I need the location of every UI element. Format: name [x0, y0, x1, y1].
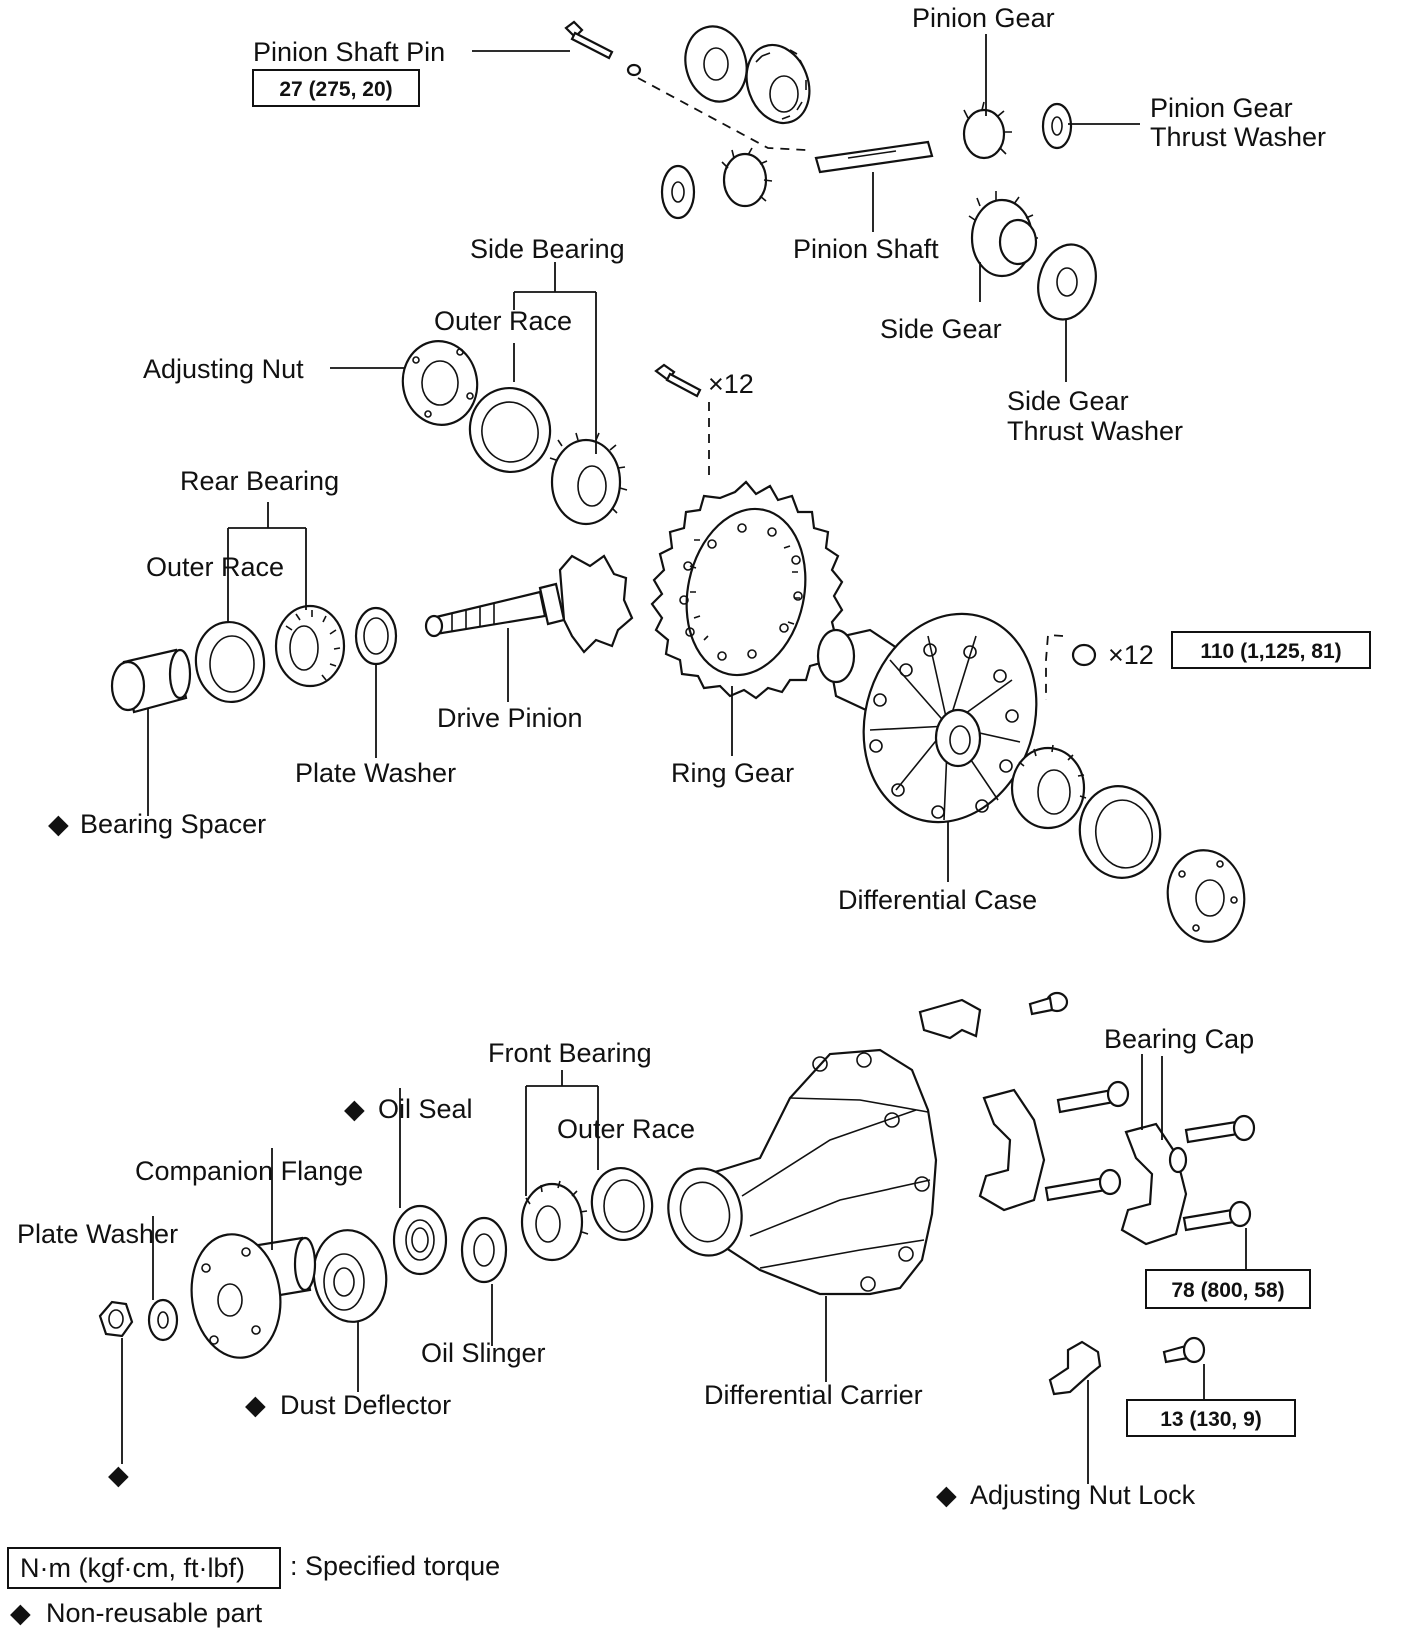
label-ring-gear: Ring Gear: [671, 758, 794, 788]
torque-pinion-shaft-pin: 27 (275, 20): [279, 78, 392, 101]
front-bearing-outer-race-part: [590, 1167, 654, 1241]
torque-box-bearing-cap-bolt: [1145, 1269, 1311, 1309]
rear-bearing-outer-race-part: [194, 620, 266, 704]
label-plate-washer-bottom: Plate Washer: [17, 1219, 178, 1249]
pinion-gear-thrust-washer-part: [1041, 102, 1073, 150]
lock-bolt-part: [1162, 1336, 1206, 1364]
pinion-shaft-part: [814, 140, 934, 174]
label-differential-case: Differential Case: [838, 885, 1037, 915]
label-nut-qty: ×12: [1108, 640, 1154, 670]
legend-nonreusable-mark: ◆: [10, 1598, 31, 1628]
side-bearing-part: [549, 432, 628, 526]
nonreusable-mark-nut: ◆: [108, 1460, 129, 1490]
label-differential-carrier: Differential Carrier: [704, 1380, 923, 1410]
nonreusable-mark-bearing-spacer: ◆: [48, 809, 69, 839]
label-outer-race-side: Outer Race: [434, 306, 572, 336]
label-rear-bearing: Rear Bearing: [180, 466, 339, 496]
label-companion-flange: Companion Flange: [135, 1156, 363, 1186]
nonreusable-mark-adjusting-nut-lock: ◆: [936, 1480, 957, 1510]
legend-torque-box: [7, 1547, 281, 1589]
plate-washer-top-part: [354, 606, 398, 666]
side-gear-part: [968, 191, 1038, 278]
legend-torque-desc: : Specified torque: [290, 1551, 500, 1581]
nonreusable-mark-dust-deflector: ◆: [245, 1390, 266, 1420]
nut-part: [98, 1300, 134, 1338]
side-gear-top-part: [745, 43, 811, 125]
differential-carrier-part: [667, 1048, 938, 1296]
dust-deflector-part: [312, 1229, 388, 1323]
label-front-bearing: Front Bearing: [488, 1038, 652, 1068]
outer-race-right-part: [1078, 785, 1162, 879]
thrust-washer-left-part: [660, 164, 696, 220]
plate-washer-bottom-part: [147, 1298, 179, 1342]
label-pinion-gear-thrust-washer-2: Thrust Washer: [1150, 122, 1326, 152]
label-pinion-shaft-pin: Pinion Shaft Pin: [253, 37, 445, 67]
drive-pinion-part: [424, 554, 634, 654]
side-bearing-outer-race-part: [468, 386, 552, 474]
torque-box-pinion-shaft-pin: [252, 69, 420, 107]
label-dust-deflector: Dust Deflector: [280, 1390, 451, 1420]
label-pinion-gear: Pinion Gear: [912, 3, 1055, 33]
label-pinion-gear-thrust-washer-1: Pinion Gear: [1150, 93, 1293, 123]
label-adjusting-nut-lock: Adjusting Nut Lock: [970, 1480, 1196, 1510]
torque-ring-gear-nut: 110 (1,125, 81): [1200, 640, 1341, 663]
bearing-cap-left-part: [978, 1088, 1046, 1212]
differential-case-part: [816, 612, 1038, 824]
label-oil-seal: Oil Seal: [378, 1094, 473, 1124]
label-oil-slinger: Oil Slinger: [421, 1338, 546, 1368]
rear-bearing-part: [274, 604, 346, 688]
ring-gear-nut-part: [1071, 643, 1097, 667]
label-plate-washer-top: Plate Washer: [295, 758, 456, 788]
adjusting-nut-right-part: [1166, 849, 1246, 943]
torque-lock-bolt: 13 (130, 9): [1160, 1408, 1262, 1431]
companion-flange-part: [190, 1233, 317, 1359]
bearing-cap-right-part: [1120, 1122, 1188, 1246]
oil-seal-part: [392, 1204, 448, 1276]
label-outer-race-rear: Outer Race: [146, 552, 284, 582]
front-bearing-part: [520, 1180, 589, 1262]
label-side-bearing: Side Bearing: [470, 234, 625, 264]
bearing-spacer-part: [110, 648, 192, 714]
label-side-gear: Side Gear: [880, 314, 1002, 344]
torque-box-lock-bolt: [1126, 1399, 1296, 1437]
torque-box-ring-gear-nut: [1171, 631, 1371, 669]
label-drive-pinion: Drive Pinion: [437, 703, 583, 733]
torque-bearing-cap-bolt: 78 (800, 58): [1171, 1279, 1284, 1302]
label-side-gear-thrust-washer-2: Thrust Washer: [1007, 416, 1183, 446]
lock-bolt-top-part: [1028, 991, 1069, 1016]
pinion-gear-right-part: [962, 101, 1012, 160]
label-adjusting-nut: Adjusting Nut: [143, 354, 304, 384]
bearing-cap-bolts-part: [1044, 1080, 1256, 1232]
thrust-washer-top-part: [684, 25, 748, 103]
label-pinion-shaft: Pinion Shaft: [793, 234, 939, 264]
label-bolt-qty: ×12: [708, 369, 754, 399]
oil-slinger-part: [460, 1216, 508, 1284]
side-bearing-right-part: [1010, 744, 1087, 830]
label-outer-race-front: Outer Race: [557, 1114, 695, 1144]
lock-bracket-top-part: [918, 998, 982, 1040]
pinion-shaft-pin-part: [564, 20, 642, 77]
nonreusable-mark-oil-seal: ◆: [344, 1094, 365, 1124]
label-bearing-cap: Bearing Cap: [1104, 1024, 1254, 1054]
side-gear-thrust-washer-part: [1037, 243, 1097, 321]
pinion-gear-left-part: [721, 147, 773, 208]
ring-gear-bolt-part: [654, 363, 702, 398]
legend-torque-unit: N·m (kgf·cm, ft·lbf): [20, 1553, 245, 1583]
adjusting-nut-lock-part: [1048, 1340, 1102, 1396]
ring-gear-part: [650, 480, 844, 700]
label-bearing-spacer: Bearing Spacer: [80, 809, 266, 839]
label-side-gear-thrust-washer-1: Side Gear: [1007, 386, 1129, 416]
adjusting-nut-part: [401, 340, 479, 426]
legend-nonreusable-desc: Non-reusable part: [46, 1598, 263, 1628]
